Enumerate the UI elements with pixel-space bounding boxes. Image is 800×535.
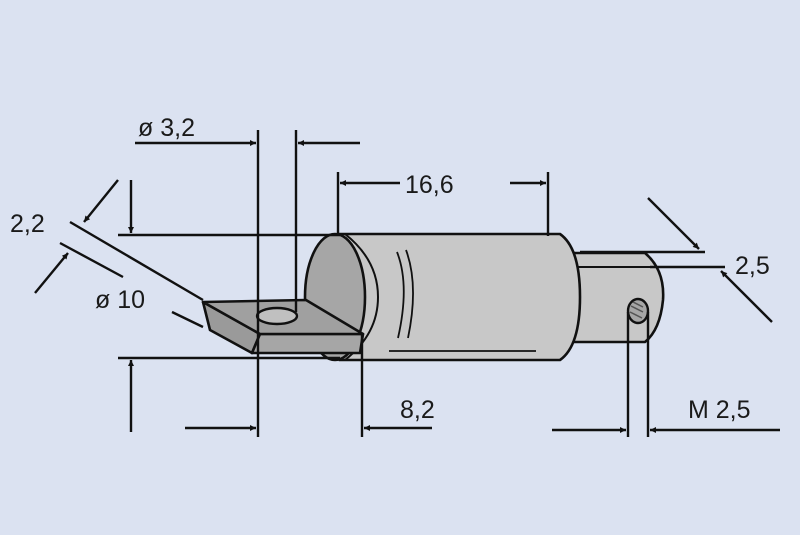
label-hole-diameter: ø 3,2 (138, 114, 195, 142)
label-shaft-offset: 2,5 (735, 252, 770, 280)
arrow-icon (720, 270, 773, 323)
label-lug-offset: 8,2 (400, 396, 435, 424)
dimension-arrows (34, 140, 780, 433)
label-body-length: 16,6 (405, 171, 454, 199)
thread-hole (626, 297, 650, 325)
arrow-icon (647, 197, 700, 250)
connector-part (201, 232, 665, 362)
lug-hole (255, 306, 299, 326)
arrow-icon (34, 252, 69, 294)
label-lug-thickness: 2,2 (10, 210, 45, 238)
extension-lines (59, 130, 725, 437)
cylinder-body (338, 232, 582, 362)
label-body-diameter: ø 10 (95, 286, 145, 314)
lug-front (250, 332, 365, 355)
label-thread: M 2,5 (688, 396, 751, 424)
arrow-icon (83, 179, 119, 223)
